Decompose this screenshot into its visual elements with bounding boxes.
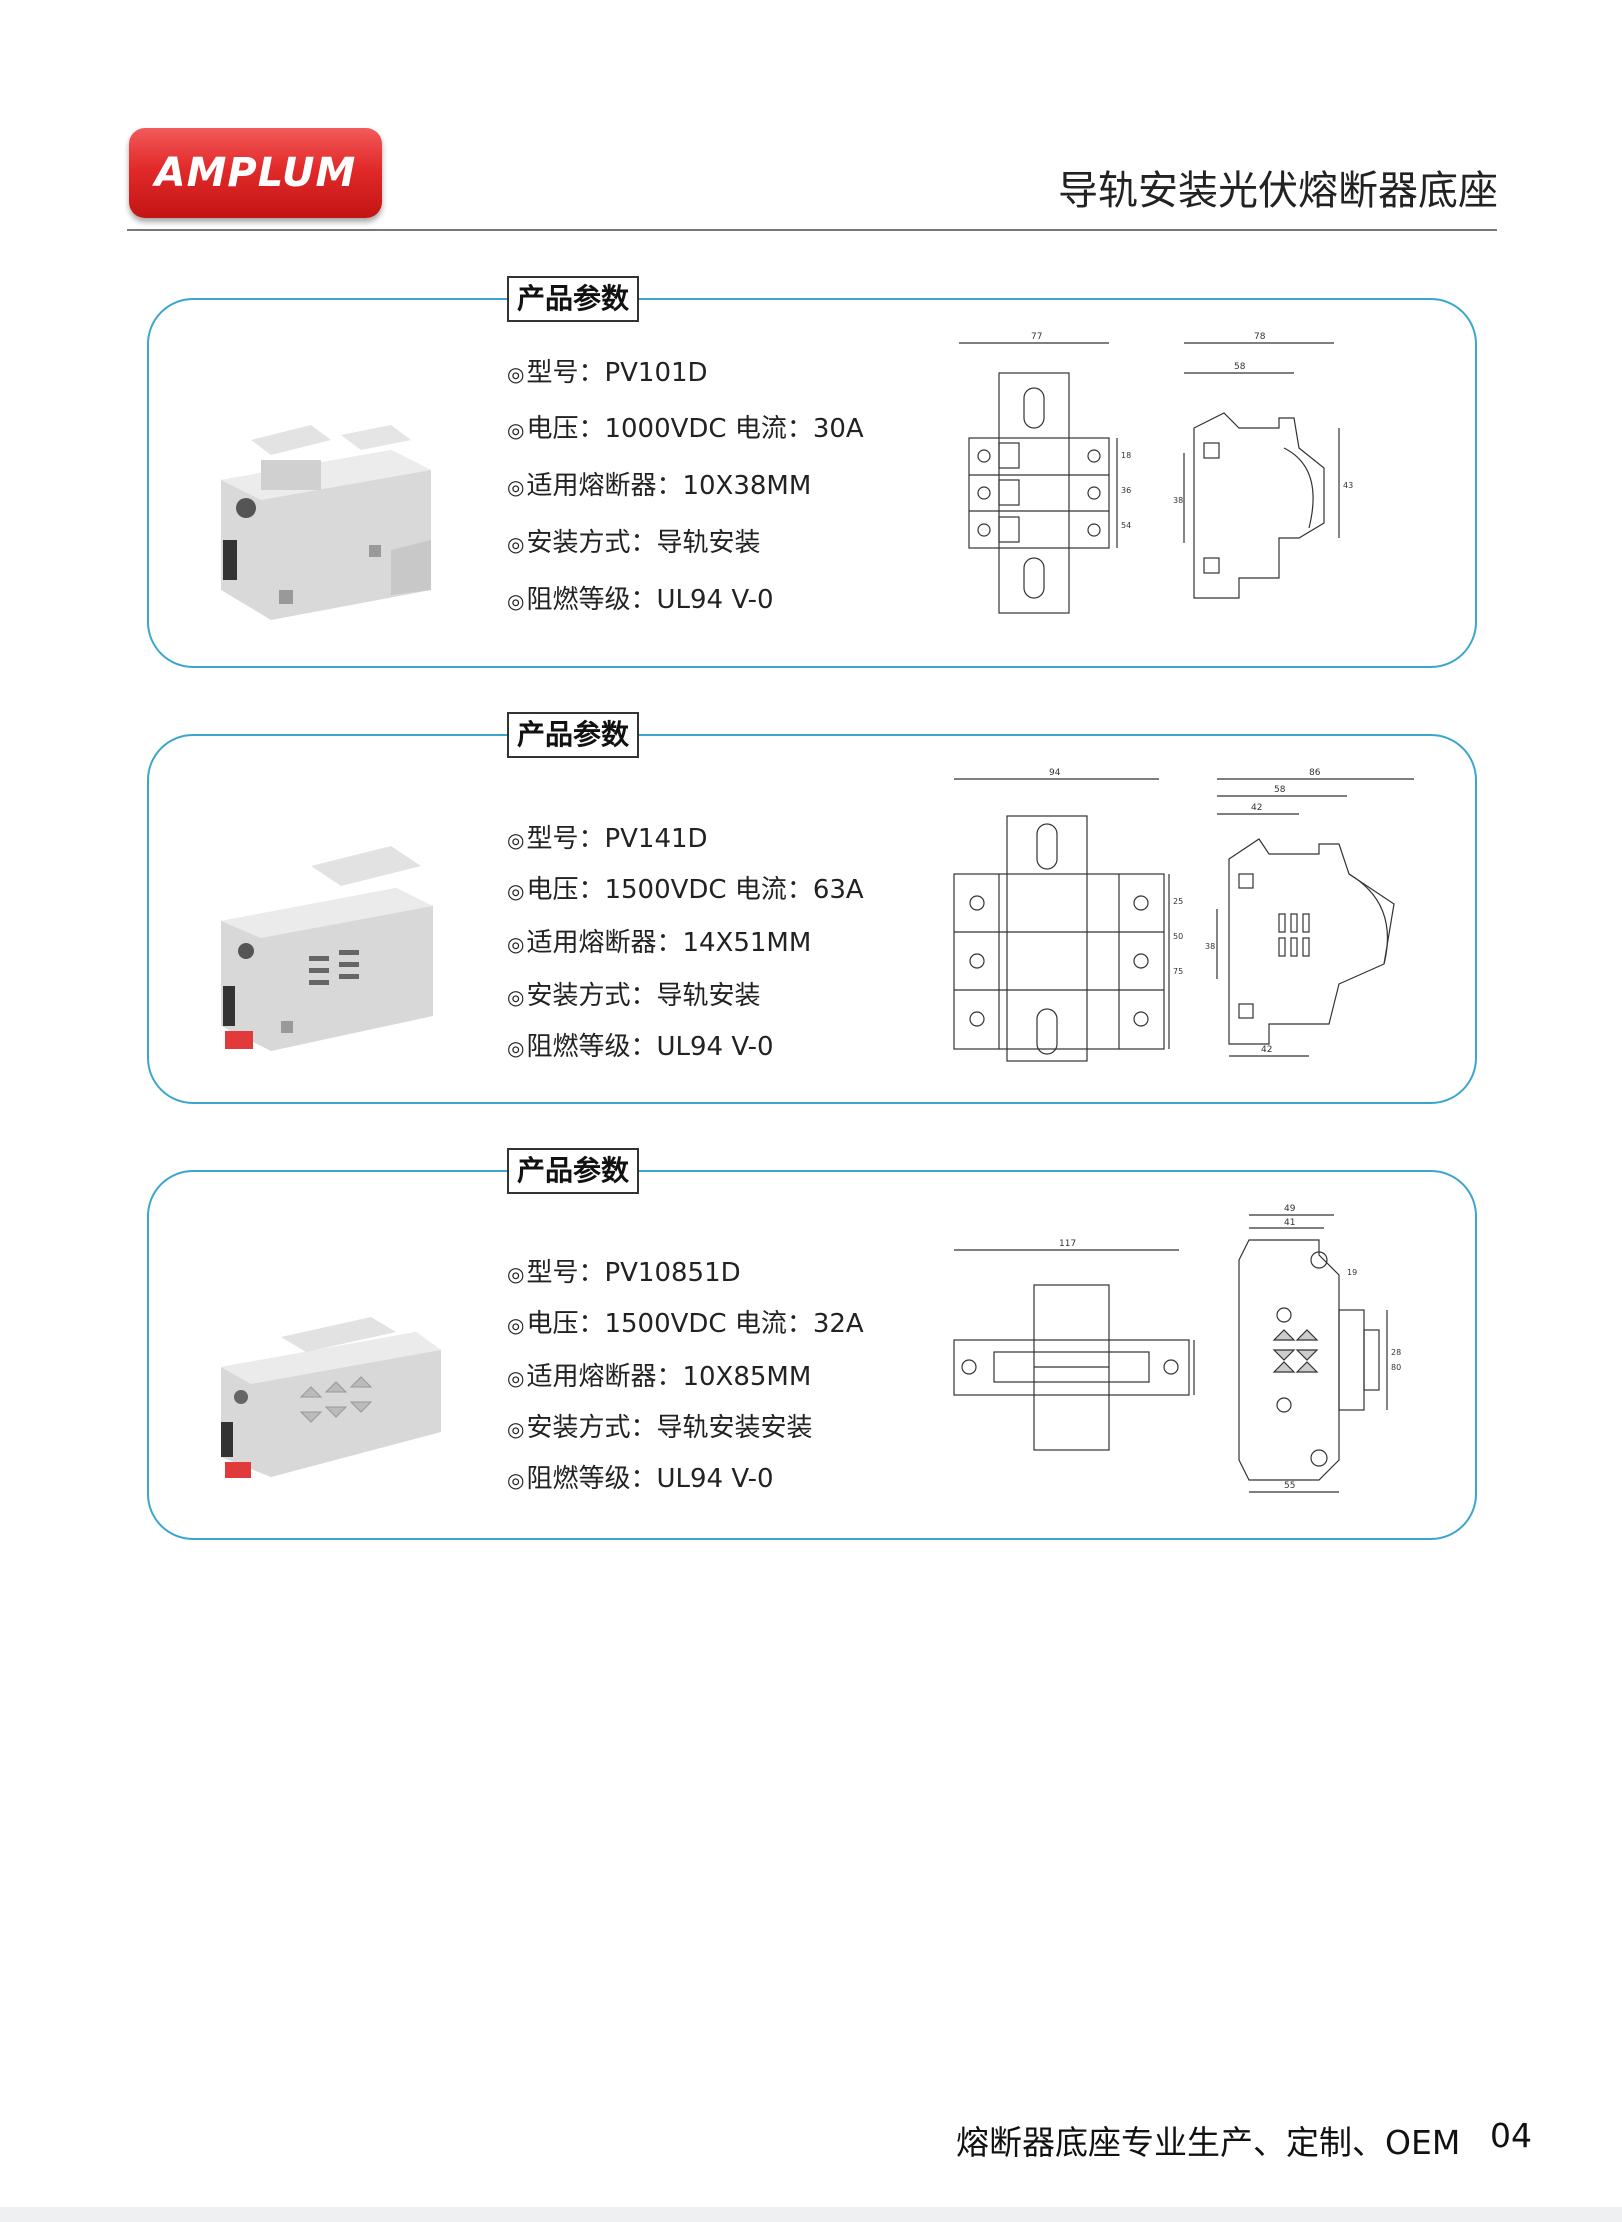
spec-fuse: ◎适用熔断器：10X38MM (507, 471, 812, 501)
spec-voltage: ◎电压：1500VDC 电流：32A (507, 1309, 864, 1339)
svg-text:41: 41 (1284, 1218, 1295, 1228)
svg-text:55: 55 (1284, 1481, 1295, 1491)
svg-text:25: 25 (1173, 897, 1183, 906)
footer-bar (0, 2207, 1622, 2222)
spec-mounting: ◎安装方式：导轨安装 (507, 528, 761, 558)
svg-text:75: 75 (1173, 967, 1183, 976)
svg-text:117: 117 (1059, 1239, 1076, 1249)
svg-text:78: 78 (1254, 332, 1266, 342)
spec-fuse: ◎适用熔断器：10X85MM (507, 1362, 812, 1392)
svg-text:58: 58 (1234, 362, 1246, 372)
svg-text:18: 18 (1121, 451, 1131, 460)
product-photo (221, 1317, 441, 1478)
panel-label: 产品参数 (507, 276, 640, 322)
product-photo (221, 846, 433, 1051)
dimension-drawing: 94 25 50 75 86 58 42 38 42 56 (953, 768, 1414, 1062)
svg-text:19: 19 (1347, 1268, 1357, 1277)
spec-flame-rating: ◎阻燃等级：UL94 V-0 (507, 585, 774, 615)
page-number: 04 (1490, 2116, 1532, 2155)
panel-label: 产品参数 (507, 712, 640, 758)
svg-text:94: 94 (1049, 768, 1061, 778)
page-title: 导轨安装光伏熔断器底座 (1058, 168, 1498, 214)
svg-text:49: 49 (1284, 1204, 1296, 1214)
spec-voltage: ◎电压：1000VDC 电流：30A (507, 414, 864, 444)
svg-text:54: 54 (1121, 521, 1131, 530)
spec-fuse: ◎适用熔断器：14X51MM (507, 928, 812, 958)
header-divider (127, 229, 1497, 231)
spec-flame-rating: ◎阻燃等级：UL94 V-0 (507, 1464, 774, 1494)
spec-flame-rating: ◎阻燃等级：UL94 V-0 (507, 1032, 774, 1062)
logo-text: AMPLUM (154, 150, 357, 196)
svg-text:80: 80 (1391, 1363, 1401, 1372)
svg-text:77: 77 (1031, 332, 1042, 342)
spec-model: ◎型号：PV101D (507, 358, 708, 388)
svg-text:43: 43 (1343, 481, 1353, 490)
product-panel-pv10851d: 产品参数 ◎型号：PV10851D ◎电压：1500VDC 电流：32A ◎适用… (147, 1148, 1477, 1540)
dimension-drawing: 117 49 41 19 28 80 55 66 (953, 1204, 1401, 1493)
svg-text:42: 42 (1251, 803, 1262, 813)
brand-logo: AMPLUM (129, 128, 382, 218)
spec-mounting: ◎安装方式：导轨安装 (507, 981, 761, 1011)
spec-model: ◎型号：PV10851D (507, 1258, 741, 1288)
svg-text:38: 38 (1173, 496, 1183, 505)
svg-text:58: 58 (1274, 785, 1286, 795)
dimension-drawing: 77 18 36 54 78 58 38 43 (959, 332, 1353, 614)
spec-model: ◎型号：PV141D (507, 824, 708, 854)
svg-text:28: 28 (1391, 1348, 1401, 1357)
svg-text:42: 42 (1261, 1045, 1272, 1055)
panel-label: 产品参数 (507, 1148, 640, 1194)
svg-text:38: 38 (1205, 942, 1215, 951)
footer-tagline: 熔断器底座专业生产、定制、OEM (956, 2123, 1461, 2162)
product-panel-pv101d: 产品参数 ◎型号：PV101D ◎电压：1000VDC 电流：30A ◎适用熔断… (147, 276, 1477, 668)
svg-text:50: 50 (1173, 932, 1183, 941)
svg-text:36: 36 (1121, 486, 1131, 495)
product-photo (221, 425, 431, 620)
svg-text:86: 86 (1309, 768, 1321, 778)
spec-mounting: ◎安装方式：导轨安装安装 (507, 1413, 813, 1443)
spec-voltage: ◎电压：1500VDC 电流：63A (507, 875, 864, 905)
product-panel-pv141d: 产品参数 ◎型号：PV141D ◎电压：1500VDC 电流：63A ◎适用熔断… (147, 712, 1477, 1104)
